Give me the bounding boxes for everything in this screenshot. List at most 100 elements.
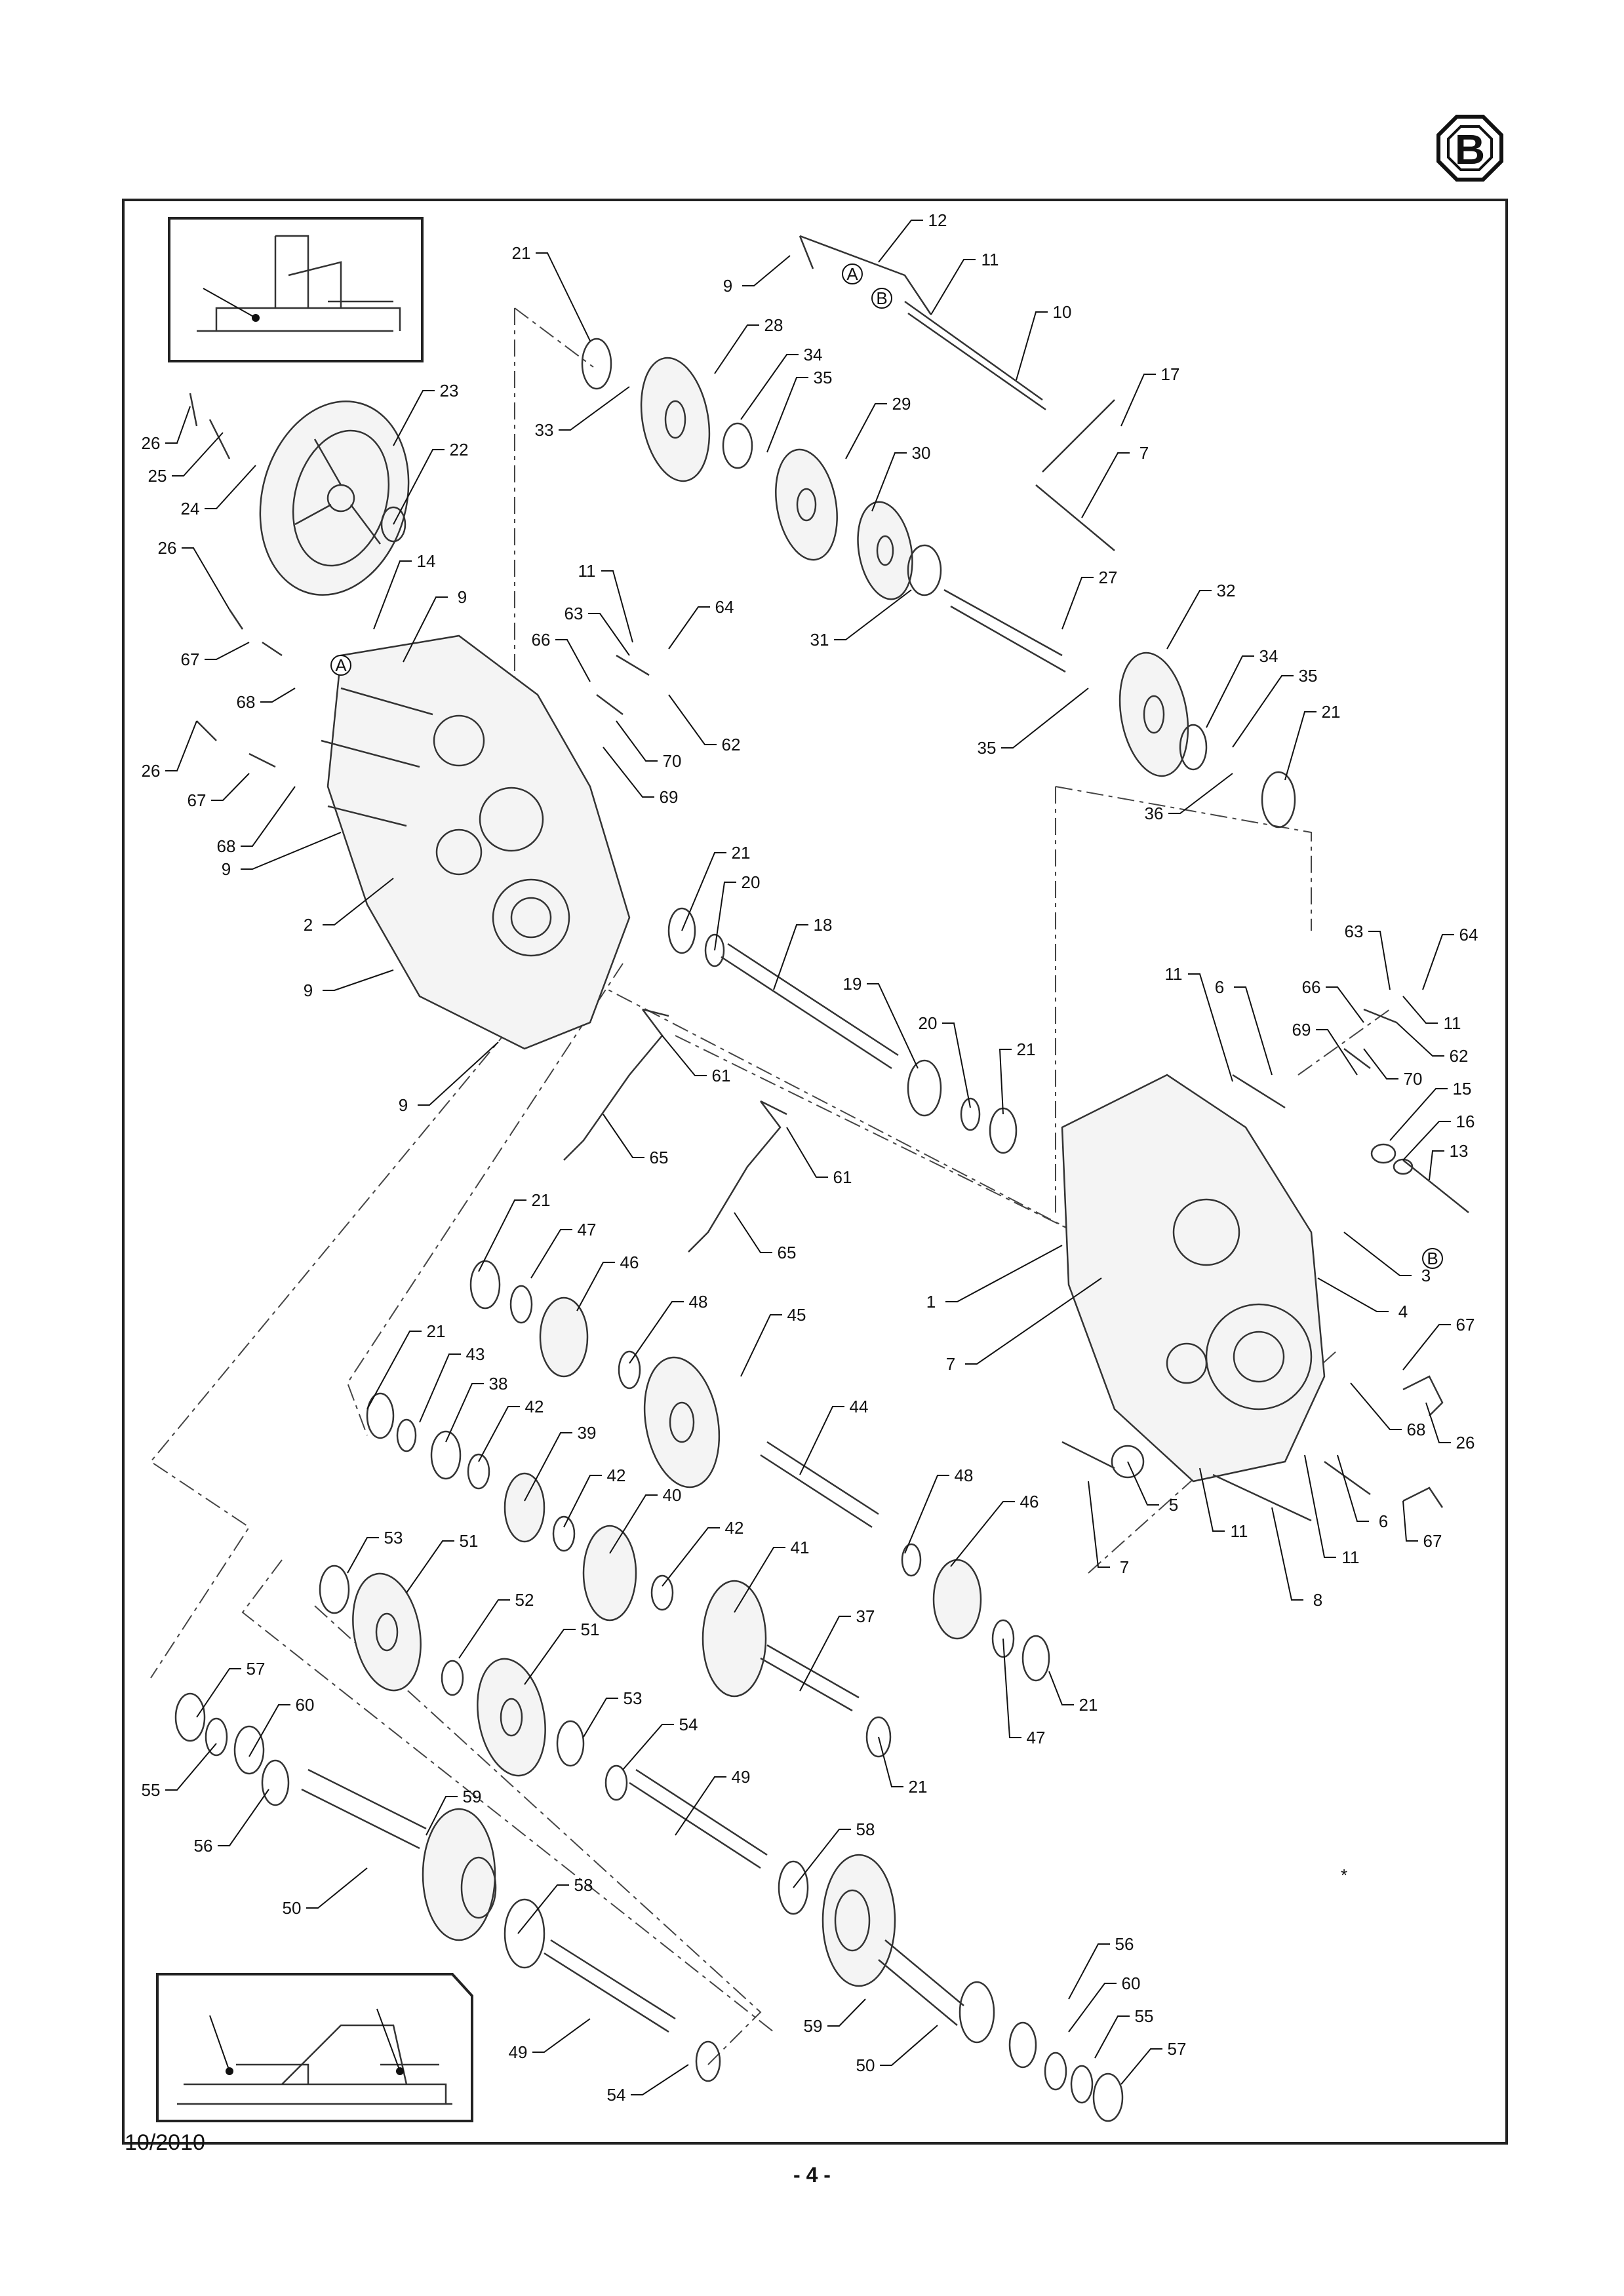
callout-number: 9: [723, 276, 732, 296]
callout-23: 23: [393, 381, 458, 446]
callout-number: 55: [142, 1780, 161, 1800]
leader-line: [1001, 688, 1089, 749]
leader-line: [827, 1998, 866, 2027]
marker-b-top: B: [876, 288, 887, 308]
callout-number: 21: [427, 1321, 446, 1341]
leader-line: [583, 1698, 618, 1738]
callout-42: 42: [478, 1397, 544, 1462]
callout-number: 51: [581, 1620, 600, 1639]
leader-line: [1199, 1468, 1225, 1532]
callout-7: 7: [1088, 1481, 1129, 1577]
leader-line: [1350, 1382, 1402, 1430]
callout-number: 69: [1292, 1020, 1311, 1040]
callout-number: 11: [1165, 964, 1183, 984]
leader-line: [1088, 1481, 1110, 1568]
callout-35: 35: [978, 688, 1089, 758]
callout-60: 60: [1068, 1974, 1140, 2033]
leader-line: [793, 1829, 851, 1888]
part-outlines: [174, 235, 1469, 2122]
leader-line: [347, 1537, 379, 1574]
callout-number: 11: [578, 561, 596, 581]
callout-68: 68: [217, 786, 296, 856]
callout-14: 14: [373, 551, 435, 630]
callout-number: 49: [732, 1767, 751, 1787]
leader-line: [165, 720, 197, 771]
leader-line: [260, 688, 296, 703]
callout-number: 22: [450, 440, 469, 459]
leader-line: [904, 1475, 949, 1554]
callout-48: 48: [904, 1466, 973, 1554]
callout-number: 34: [1259, 646, 1278, 666]
callout-number: 68: [217, 836, 236, 856]
leader-line: [1016, 311, 1048, 381]
callout-55: 55: [1094, 2006, 1153, 2059]
callout-69: 69: [603, 747, 678, 807]
leader-line: [662, 1527, 720, 1587]
callout-number: 35: [1299, 666, 1318, 686]
leader-line: [205, 642, 250, 660]
callout-number: 13: [1450, 1141, 1469, 1161]
callout-number: 46: [620, 1253, 639, 1272]
callout-number: 9: [222, 859, 231, 879]
callout-61: 61: [786, 1127, 852, 1187]
callout-number: 32: [1217, 581, 1236, 600]
callout-59: 59: [804, 1998, 866, 2036]
callout-15: 15: [1389, 1079, 1471, 1141]
callout-number: 47: [1027, 1728, 1046, 1747]
leader-line: [1402, 996, 1438, 1024]
callout-67: 67: [1402, 1315, 1475, 1371]
callout-number: 20: [919, 1013, 938, 1033]
callout-26: 26: [1425, 1402, 1475, 1452]
section-badge: B: [1436, 115, 1503, 182]
leader-line: [165, 406, 191, 444]
callout-35: 35: [1232, 666, 1318, 748]
callout-number: 36: [1145, 804, 1164, 823]
leader-line: [172, 432, 224, 477]
callout-number: 9: [399, 1095, 408, 1115]
leader-line: [1337, 1454, 1369, 1522]
callout-45: 45: [740, 1305, 806, 1377]
callout-21: 21: [512, 243, 591, 341]
callout-number: 54: [607, 2085, 626, 2105]
callout-number: 6: [1215, 977, 1224, 997]
marker-a-left: A: [335, 655, 347, 675]
callout-9: 9: [723, 255, 791, 296]
callout-46: 46: [576, 1253, 639, 1312]
leader-line: [478, 1199, 526, 1272]
callout-number: 29: [892, 394, 911, 414]
callout-number: 65: [778, 1243, 797, 1262]
callout-26: 26: [158, 538, 230, 610]
callout-number: 21: [1017, 1040, 1036, 1059]
callout-number: 52: [515, 1590, 534, 1610]
callout-number: 28: [764, 315, 783, 335]
callout-number: 66: [532, 630, 551, 650]
leader-line: [629, 1301, 684, 1364]
leader-line: [1206, 655, 1254, 728]
leader-line: [323, 969, 394, 991]
callout-number: 56: [194, 1836, 213, 1856]
callout-57: 57: [1120, 2039, 1186, 2085]
leader-line: [532, 2018, 591, 2053]
callout-number: 12: [928, 210, 947, 230]
callout-number: 58: [574, 1875, 593, 1895]
leader-line: [524, 1432, 572, 1502]
callout-number: 67: [181, 650, 200, 669]
leader-line: [1002, 1638, 1021, 1738]
callout-11: 11: [1402, 996, 1461, 1033]
leader-line: [740, 1314, 782, 1377]
callout-36: 36: [1145, 773, 1233, 823]
callout-number: 67: [1456, 1315, 1475, 1334]
callout-number: 64: [715, 597, 734, 617]
callout-43: 43: [419, 1344, 485, 1423]
callout-57: 57: [196, 1659, 265, 1718]
leader-line: [675, 1776, 726, 1836]
marker-b-right: B: [1427, 1249, 1438, 1268]
callout-9: 9: [403, 587, 467, 663]
callout-number: 66: [1302, 977, 1321, 997]
leader-line: [1234, 986, 1273, 1076]
callout-number: 18: [814, 915, 833, 935]
callout-60: 60: [248, 1695, 314, 1757]
leader-line: [1271, 1507, 1303, 1601]
callout-number: 21: [532, 1190, 551, 1210]
callout-65: 65: [734, 1212, 797, 1262]
